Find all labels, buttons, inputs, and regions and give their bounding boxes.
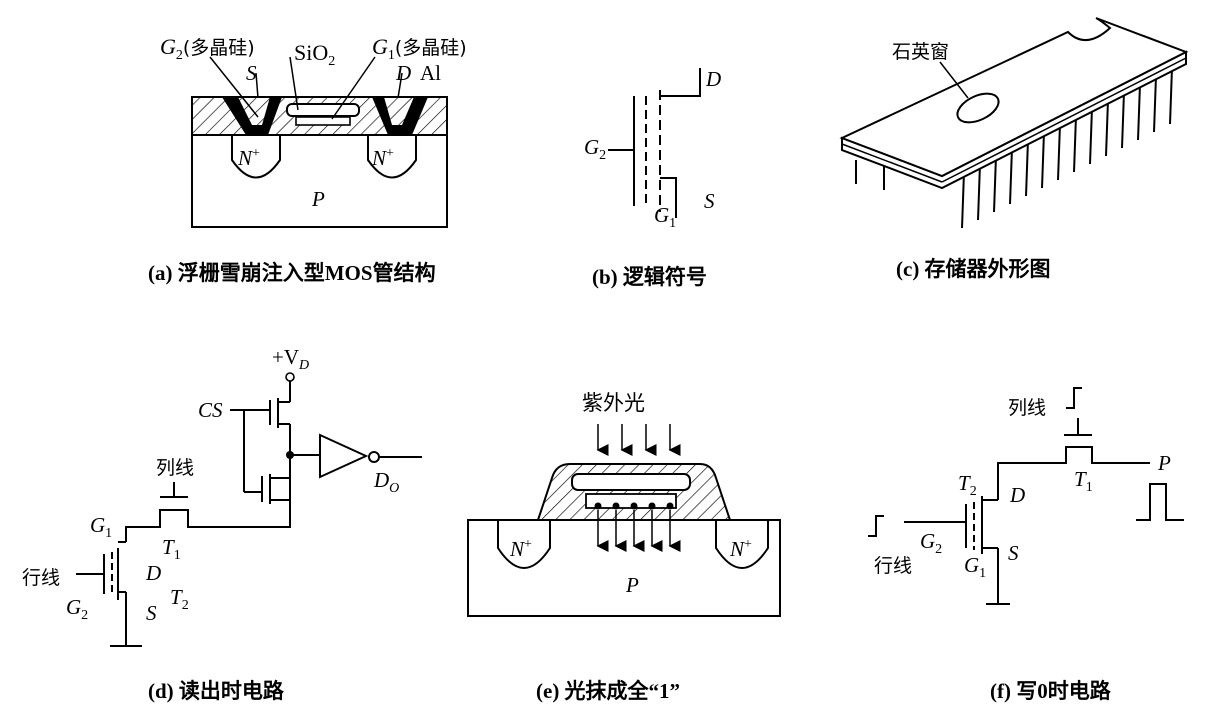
drain-contact: [372, 97, 428, 135]
g1-label: G1(多晶硅): [372, 34, 467, 63]
source-contact: [222, 97, 282, 135]
d-do-label: DO: [373, 468, 399, 496]
chip-top: [839, 17, 1189, 178]
e-electrons: [594, 502, 674, 510]
panel-b-logic-symbol: D G2 G1 S (b) 逻辑符号: [584, 67, 721, 289]
b-s-label: S: [704, 189, 715, 213]
caption-a: (a) 浮栅雪崩注入型MOS管结构: [148, 261, 436, 285]
d-cs-label: CS: [198, 398, 223, 422]
caption-d: (d) 读出时电路: [148, 679, 285, 703]
vd-terminal: [285, 372, 295, 382]
uv-arrows-down: [596, 424, 681, 456]
d-d-label: D: [145, 561, 161, 585]
s-label: S: [246, 61, 257, 85]
d-g1-label: G1: [90, 513, 112, 541]
f-t1-label: T1: [1074, 467, 1093, 495]
e-n-plus-right: [715, 520, 769, 569]
n-plus-left: [231, 135, 281, 179]
d-row-line-label: 行线: [22, 567, 60, 589]
s-leader: [255, 72, 259, 99]
f-col-line-label: 列线: [1008, 397, 1046, 419]
g1-leader: [331, 56, 376, 120]
d-leader: [397, 72, 403, 99]
e-p-label: P: [625, 573, 639, 597]
d-col-line-label: 列线: [156, 457, 194, 479]
f-p-label: P: [1157, 451, 1171, 475]
inverter: [319, 433, 369, 479]
b-g1-label: G1: [654, 203, 676, 231]
e-substrate: [467, 519, 781, 617]
d-label: D: [395, 61, 411, 85]
f-p-pulse: [1136, 483, 1184, 521]
electron-arrows-down: [596, 510, 681, 552]
d-vd-label: +VD: [272, 345, 309, 373]
panel-d-read-circuit: +VD CS 列线 DO G1 T1 行线 D G2 T2 S (d) 读出时电…: [22, 345, 422, 703]
f-t2-label: T2: [958, 471, 977, 499]
f-col-pulse: [1066, 387, 1082, 409]
f-row-pulse: [868, 515, 884, 537]
e-uv-label: 紫外光: [582, 391, 645, 415]
caption-b: (b) 逻辑符号: [592, 265, 707, 289]
caption-f: (f) 写0时电路: [990, 679, 1112, 703]
f-g1-label: G1: [964, 553, 986, 581]
al-label: Al: [420, 61, 441, 85]
f-bit-line: [997, 446, 1150, 500]
sio2-leader: [289, 56, 299, 111]
f-s-label: S: [1008, 541, 1019, 565]
sio2-label: SiO2: [294, 40, 335, 69]
chip-pins: [855, 67, 1173, 229]
quartz-window-label: 石英窗: [892, 41, 949, 63]
bit-line: [125, 506, 291, 542]
b-g2-label: G2: [584, 135, 606, 163]
source-lead: [660, 177, 677, 218]
p-substrate: [191, 134, 448, 228]
drain-lead: [660, 68, 701, 97]
f-g2-label: G2: [920, 529, 942, 557]
panel-c-chip-outline: 石英窗 (c) 存储器外形图: [839, 17, 1189, 281]
g2-label: G2(多晶硅): [160, 34, 255, 63]
quartz-window: [956, 92, 1000, 124]
panel-a-mos-structure: G2(多晶硅) SiO2 G1(多晶硅) S D Al N+ N+ P (a) …: [148, 34, 467, 285]
n-plus-right: [367, 135, 417, 179]
panel-e-uv-erase: 紫外光 N+ N+ P (e): [467, 391, 781, 703]
caption-c: (c) 存储器外形图: [896, 257, 1051, 281]
panel-f-write-circuit: 列线 P T2 D T1 G2 S 行线 G1 (f) 写0时电路: [868, 387, 1184, 703]
d-t2-label: T2: [170, 585, 189, 613]
g1-floating-gate: [295, 116, 351, 126]
f-d-label: D: [1009, 483, 1025, 507]
e-n-plus-left-label: N+: [509, 537, 532, 561]
d-s-label: S: [146, 601, 157, 625]
f-row-line-label: 行线: [874, 555, 912, 577]
caption-e: (e) 光抹成全“1”: [536, 679, 680, 703]
window-leader: [939, 61, 969, 99]
n-plus-left-label: N+: [237, 146, 260, 170]
d-g2-label: G2: [66, 595, 88, 623]
e-control-gate: [571, 473, 691, 491]
b-d-label: D: [705, 67, 721, 91]
g2-leader: [209, 56, 259, 118]
p-label: P: [311, 187, 325, 211]
e-n-plus-right-label: N+: [729, 537, 752, 561]
n-plus-right-label: N+: [371, 146, 394, 170]
d-t1-label: T1: [162, 535, 181, 563]
e-n-plus-left: [497, 520, 551, 569]
